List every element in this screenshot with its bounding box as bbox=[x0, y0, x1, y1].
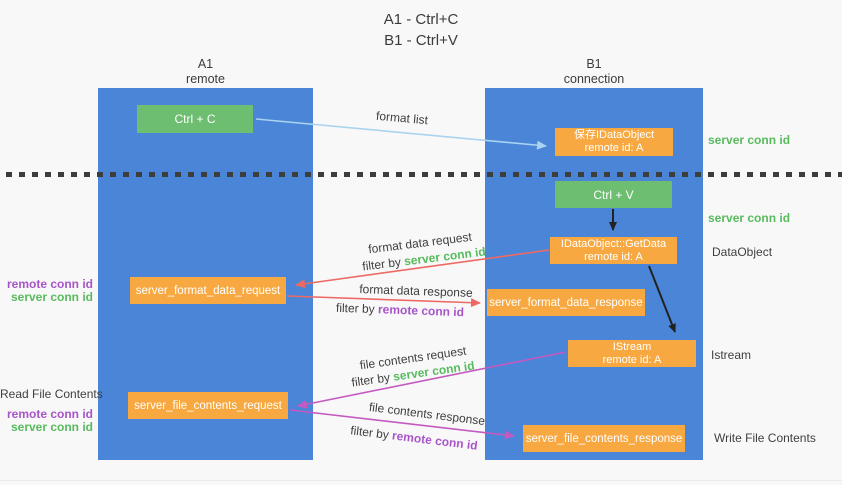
annotation-conn-ids-format: remote conn id server conn id bbox=[0, 278, 93, 304]
label-filter-by-remote-conn-id-2: filter by remote conn id bbox=[350, 423, 479, 452]
annotation-remote-conn-id-1: remote conn id bbox=[6, 277, 93, 291]
label-filter-highlight: remote conn id bbox=[391, 428, 479, 453]
annotation-server-conn-id-left-2: server conn id bbox=[10, 420, 93, 434]
label-filter-prefix: filter by bbox=[335, 300, 379, 317]
label-filter-prefix: filter by bbox=[349, 423, 394, 443]
node-save-idataobject-label: 保存IDataObject bbox=[573, 129, 655, 141]
annotation-remote-conn-id-2: remote conn id bbox=[6, 407, 93, 421]
column-b-header: B1 connection bbox=[485, 57, 703, 87]
node-idataobject-getdata: IDataObject::GetData remote id: A bbox=[550, 237, 677, 264]
title-line-1: A1 - Ctrl+C bbox=[383, 11, 459, 28]
node-ctrl-c-label: Ctrl + C bbox=[174, 112, 216, 126]
node-format-request-label: server_format_data_request bbox=[135, 284, 281, 297]
label-format-data-response: format data response bbox=[359, 282, 473, 300]
column-a-role: remote bbox=[186, 72, 225, 86]
label-format-list: format list bbox=[375, 108, 429, 128]
annotation-read-file-contents: Read File Contents bbox=[0, 387, 103, 401]
node-file-request-label: server_file_contents_request bbox=[134, 399, 282, 412]
node-server-file-contents-response: server_file_contents_response bbox=[523, 425, 685, 452]
bottom-edge-line bbox=[0, 480, 842, 481]
label-filter-prefix: filter by bbox=[350, 369, 395, 390]
label-filter-highlight: remote conn id bbox=[377, 302, 465, 320]
node-server-file-contents-request: server_file_contents_request bbox=[128, 392, 288, 419]
column-a-header: A1 remote bbox=[98, 57, 313, 87]
node-ctrl-c: Ctrl + C bbox=[137, 105, 253, 133]
label-file-contents-response: file contents response bbox=[368, 399, 486, 429]
dotted-divider bbox=[6, 172, 842, 177]
diagram-title: A1 - Ctrl+C B1 - Ctrl+V bbox=[0, 9, 842, 51]
column-b-role: connection bbox=[563, 72, 625, 86]
node-getdata-label: IDataObject::GetData bbox=[560, 237, 667, 250]
column-b-id: B1 bbox=[586, 57, 602, 71]
node-getdata-sublabel: remote id: A bbox=[584, 250, 643, 263]
annotation-dataobject: DataObject bbox=[712, 245, 773, 259]
node-istream: IStream remote id: A bbox=[568, 340, 696, 367]
annotation-istream: Istream bbox=[711, 348, 752, 362]
annotation-write-file-contents: Write File Contents bbox=[714, 431, 816, 445]
node-istream-sublabel: remote id: A bbox=[602, 353, 662, 366]
node-istream-label: IStream bbox=[612, 340, 652, 353]
label-filter-by-remote-conn-id-1: filter by remote conn id bbox=[336, 301, 464, 319]
title-line-2: B1 - Ctrl+V bbox=[384, 32, 458, 49]
annotation-server-conn-id-left-1: server conn id bbox=[10, 290, 93, 304]
node-format-response-label: server_format_data_response bbox=[489, 296, 643, 309]
node-server-format-data-response: server_format_data_response bbox=[487, 289, 645, 316]
node-save-idataobject: 保存IDataObject remote id: A bbox=[555, 128, 673, 156]
node-ctrl-v-label: Ctrl + V bbox=[593, 187, 634, 202]
column-a-id: A1 bbox=[197, 57, 214, 71]
annotation-server-conn-id-mid: server conn id bbox=[708, 211, 791, 225]
node-ctrl-v: Ctrl + V bbox=[555, 181, 672, 208]
annotation-conn-ids-file: remote conn id server conn id bbox=[0, 408, 93, 434]
node-file-response-label: server_file_contents_response bbox=[525, 432, 683, 445]
node-server-format-data-request: server_format_data_request bbox=[130, 277, 286, 304]
annotation-server-conn-id-top: server conn id bbox=[708, 133, 791, 147]
node-save-idataobject-sublabel: remote id: A bbox=[584, 142, 644, 154]
label-filter-prefix: filter by bbox=[361, 254, 405, 274]
